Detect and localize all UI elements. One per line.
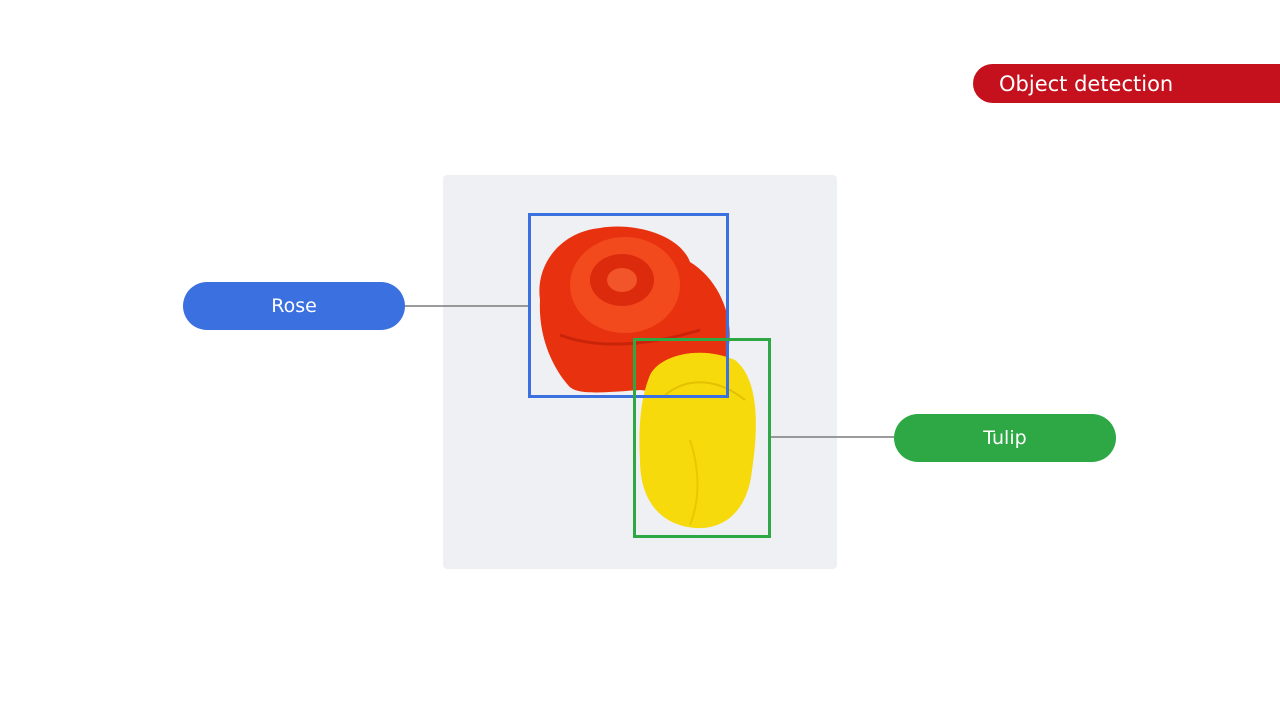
object-detection-badge: Object detection: [973, 64, 1280, 103]
rose-image: [539, 226, 730, 393]
rose-label: Rose: [183, 282, 405, 330]
tulip-image: [639, 352, 756, 529]
tulip-bounding-box: [633, 338, 771, 538]
rose-bounding-box: [528, 213, 729, 398]
tulip-label: Tulip: [894, 414, 1116, 462]
